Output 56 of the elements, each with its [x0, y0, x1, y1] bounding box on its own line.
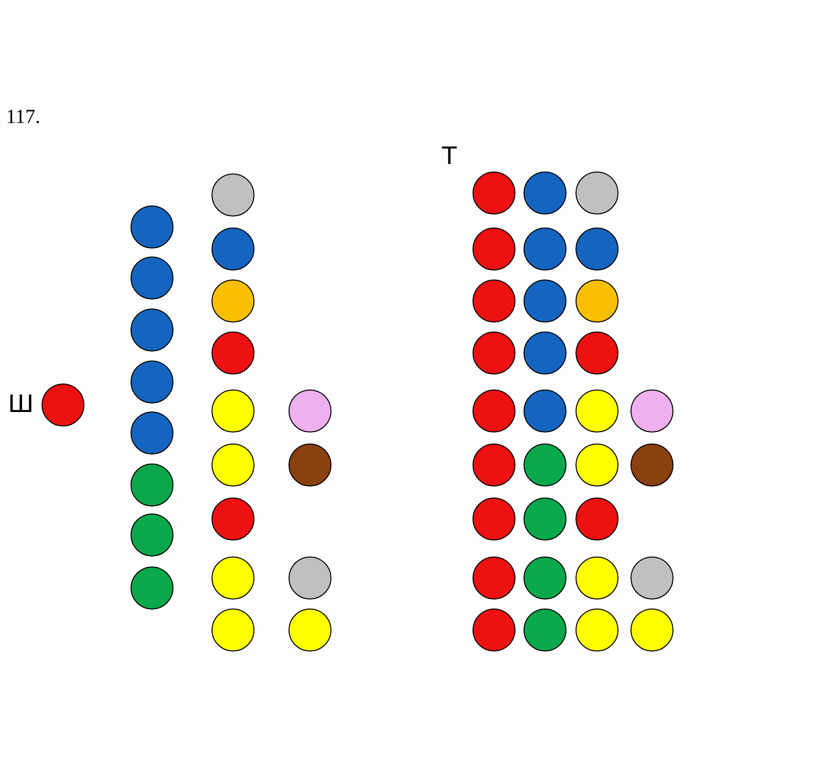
sound-circle: [472, 332, 516, 374]
sound-circle: [472, 608, 516, 652]
sound-circle: [524, 444, 566, 486]
sound-circle: [212, 608, 254, 652]
letter-label: Ш: [8, 390, 34, 418]
sound-circle: [288, 556, 332, 600]
sound-circle: [212, 228, 254, 270]
sound-circle: [576, 444, 618, 486]
sound-circle: [288, 608, 332, 652]
exercise-number: 117.: [6, 106, 40, 129]
sound-circle: [524, 172, 566, 214]
sound-circle: [130, 360, 174, 404]
sound-circle: [288, 444, 332, 486]
sound-circle: [630, 390, 674, 432]
sound-circle: [630, 608, 674, 652]
sound-circle: [576, 172, 618, 214]
sound-circle: [630, 444, 674, 486]
sound-circle: [524, 332, 566, 374]
sound-circle: [524, 280, 566, 322]
sound-circle: [472, 390, 516, 432]
sound-circle: [472, 172, 516, 214]
sound-circle: [576, 228, 618, 270]
sound-circle: [576, 280, 618, 322]
sound-circle: [212, 332, 254, 374]
sound-circle: [130, 412, 174, 454]
sound-circle: [130, 464, 174, 506]
sound-circle: [524, 390, 566, 432]
sound-circle: [130, 206, 174, 248]
sound-circle: [130, 566, 174, 610]
sound-circle: [576, 556, 618, 600]
sound-circle: [472, 280, 516, 322]
sound-circle: [212, 280, 254, 322]
sound-circle: [472, 444, 516, 486]
letter-label: Т: [442, 142, 457, 170]
sound-circle: [524, 228, 566, 270]
sound-circle: [212, 390, 254, 432]
sound-circle: [288, 390, 332, 432]
sound-circle: [524, 498, 566, 540]
sound-circle: [524, 556, 566, 600]
sound-circle: [576, 498, 618, 540]
sound-circle: [472, 498, 516, 540]
sound-circle: [472, 228, 516, 270]
sound-circle: [576, 332, 618, 374]
sound-circle: [212, 174, 254, 216]
sound-circle: [42, 384, 84, 426]
sound-circle: [472, 556, 516, 600]
sound-circle: [576, 608, 618, 652]
sound-circle: [524, 608, 566, 652]
sound-circle: [576, 390, 618, 432]
sound-circle: [130, 514, 174, 556]
sound-circle: [212, 444, 254, 486]
sound-circle: [212, 498, 254, 540]
sound-circle: [630, 556, 674, 600]
sound-circle: [130, 308, 174, 352]
sound-circle: [130, 256, 174, 300]
sound-circle: [212, 556, 254, 600]
